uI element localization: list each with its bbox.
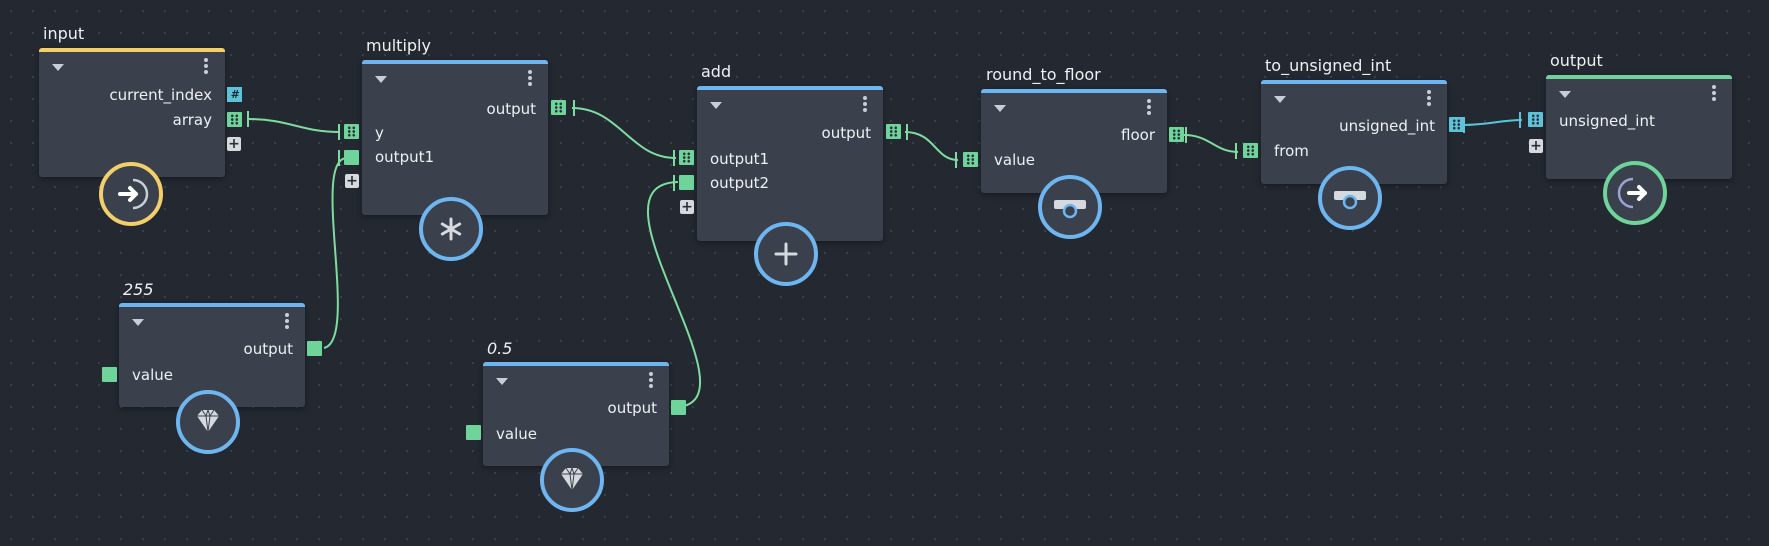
collapse-arrow-icon[interactable] <box>710 102 722 109</box>
round-to-floor-node-icon <box>1038 175 1102 239</box>
port-label-unsigned-int: unsigned_int <box>1559 112 1655 130</box>
port-y-input[interactable] <box>344 124 359 139</box>
port-label-from: from <box>1274 142 1309 160</box>
port-label-output: output <box>607 399 657 417</box>
output-node-icon <box>1603 161 1667 225</box>
port-label-output2: output2 <box>710 174 770 192</box>
port-value-input[interactable] <box>963 152 978 167</box>
node-const-255[interactable]: output value <box>119 303 305 407</box>
port-label-value: value <box>994 151 1035 169</box>
port-label-floor: floor <box>1121 126 1155 144</box>
node-add[interactable]: output output1 output2 <box>697 86 883 241</box>
menu-dots-icon[interactable] <box>863 96 867 112</box>
menu-dots-icon[interactable] <box>1427 90 1431 106</box>
node-title-add: add <box>701 62 732 81</box>
menu-dots-icon[interactable] <box>649 372 653 388</box>
port-unsigned-int-output[interactable] <box>1449 117 1464 132</box>
wire-round-floor-to-unsigned-from <box>1183 134 1239 153</box>
port-value-input[interactable] <box>466 425 481 440</box>
const-255-node-icon <box>176 390 240 454</box>
plus-icon <box>774 242 798 266</box>
port-array-output[interactable] <box>227 112 242 127</box>
port-label-output1: output1 <box>710 150 770 168</box>
port-output2-input[interactable] <box>679 175 694 190</box>
port-output[interactable] <box>307 341 322 356</box>
wire-255-output-to-multiply-output1 <box>323 157 348 349</box>
add-node-icon <box>754 222 818 286</box>
port-label-unsigned-int: unsigned_int <box>1339 117 1435 135</box>
port-label-output: output <box>821 124 871 142</box>
port-output[interactable] <box>671 400 686 415</box>
port-current-index-int[interactable]: # <box>227 87 242 102</box>
node-title-input: input <box>43 24 85 43</box>
node-input[interactable]: current_index array <box>39 48 225 177</box>
arrow-right-icon <box>1617 177 1647 209</box>
to-unsigned-int-node-icon <box>1318 166 1382 230</box>
port-from-input[interactable] <box>1243 143 1258 158</box>
port-label-y: y <box>375 124 384 142</box>
add-port-button[interactable]: + <box>227 136 241 152</box>
menu-dots-icon[interactable] <box>1712 85 1716 101</box>
add-port-button[interactable]: + <box>1529 138 1543 154</box>
node-output[interactable]: unsigned_int <box>1546 75 1732 179</box>
floor-icon <box>1334 191 1366 210</box>
collapse-arrow-icon[interactable] <box>375 76 387 83</box>
port-label-output: output <box>486 100 536 118</box>
arrow-right-icon <box>118 178 149 210</box>
node-title-round-to-floor: round_to_floor <box>986 65 1101 84</box>
port-label-value: value <box>496 425 537 443</box>
menu-dots-icon[interactable] <box>1147 99 1151 115</box>
wire-add-output-to-round-value <box>904 131 959 161</box>
collapse-arrow-icon[interactable] <box>994 105 1006 112</box>
node-title-const-255: 255 <box>123 280 154 299</box>
port-value-input[interactable] <box>102 367 117 382</box>
menu-dots-icon[interactable] <box>528 70 532 86</box>
node-title-output: output <box>1550 51 1603 70</box>
port-floor-output[interactable] <box>1169 127 1184 142</box>
port-label-output1: output1 <box>375 148 435 166</box>
input-node-icon <box>99 162 163 226</box>
port-output[interactable] <box>551 100 566 115</box>
menu-dots-icon[interactable] <box>204 58 208 74</box>
collapse-arrow-icon[interactable] <box>1274 96 1286 103</box>
wire-unsigned-int-to-output <box>1461 119 1523 126</box>
port-output1-input[interactable] <box>679 150 694 165</box>
node-multiply[interactable]: output y output1 <box>362 60 548 215</box>
diamond-icon <box>561 466 583 491</box>
collapse-arrow-icon[interactable] <box>496 378 508 385</box>
collapse-arrow-icon[interactable] <box>132 319 144 326</box>
add-port-button[interactable]: + <box>345 173 359 189</box>
add-port-button[interactable]: + <box>680 199 694 215</box>
port-output1-input[interactable] <box>344 150 359 165</box>
floor-icon <box>1054 200 1086 219</box>
port-label-array: array <box>172 111 212 129</box>
collapse-arrow-icon[interactable] <box>52 64 64 71</box>
port-label-current-index: current_index <box>109 86 212 104</box>
port-unsigned-int-input[interactable] <box>1528 112 1543 127</box>
port-label-output: output <box>243 340 293 358</box>
node-title-const-05: 0.5 <box>487 339 513 358</box>
asterisk-icon <box>440 217 462 241</box>
node-title-multiply: multiply <box>366 36 431 55</box>
multiply-node-icon <box>419 197 483 261</box>
port-label-value: value <box>132 366 173 384</box>
const-05-node-icon <box>540 448 604 512</box>
collapse-arrow-icon[interactable] <box>1559 91 1571 98</box>
port-output[interactable] <box>886 124 901 139</box>
node-title-to-unsigned-int: to_unsigned_int <box>1265 56 1392 75</box>
menu-dots-icon[interactable] <box>285 313 289 329</box>
wire-multiply-output-to-add-output1 <box>571 107 677 159</box>
diamond-icon <box>197 408 219 433</box>
wire-input-array-to-multiply-y <box>247 118 341 133</box>
